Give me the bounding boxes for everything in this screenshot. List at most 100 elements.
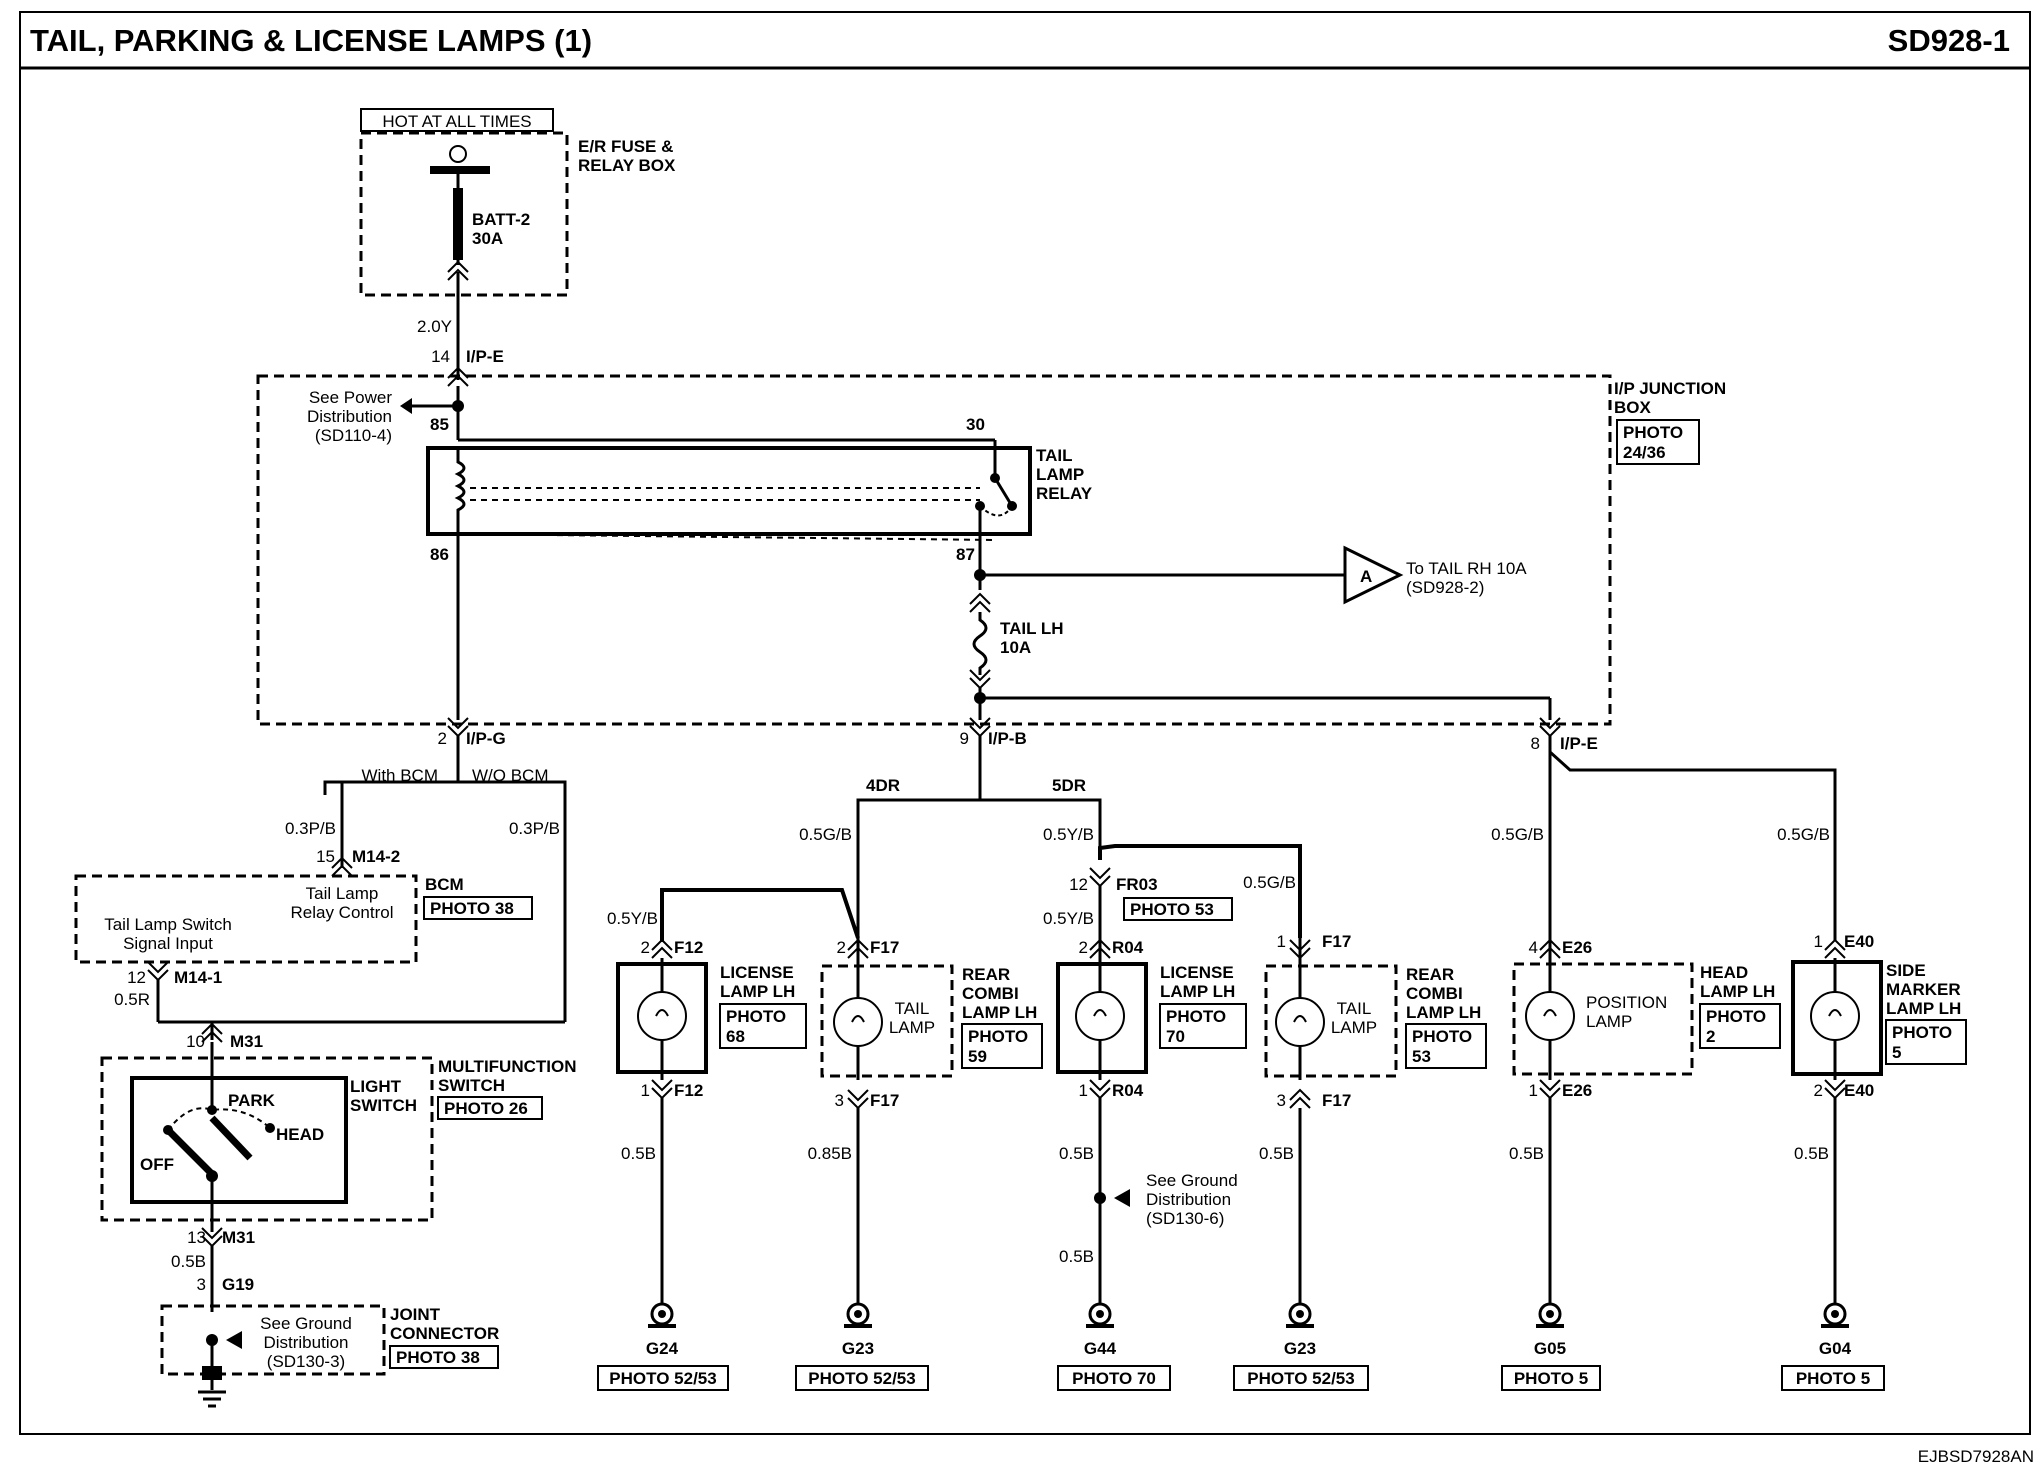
batt-2-fuse: [453, 188, 463, 260]
c5-name-2: LAMP LH: [1700, 982, 1775, 1001]
c4-lamp-box: [1264, 964, 1398, 1078]
c6-wire-out: 0.5B: [1794, 1144, 1829, 1163]
ground-g04: G04 PHOTO 5: [1781, 1302, 1885, 1391]
ground-g44-photo: PHOTO 70: [1072, 1369, 1156, 1388]
ground-see-1: See Ground: [260, 1314, 352, 1333]
ground-g44: G44 PHOTO 70: [1057, 1302, 1171, 1391]
multifunction-photo: PHOTO 26: [444, 1099, 528, 1118]
relay-coil: [454, 448, 466, 534]
pin-13-m31: 13: [187, 1228, 206, 1247]
c6-pin-bot: 2: [1814, 1081, 1823, 1100]
diagram-title: TAIL, PARKING & LICENSE LAMPS (1): [30, 23, 592, 58]
c2-conn-top: F17: [870, 938, 899, 957]
c4-conn-bot: F17: [1322, 1091, 1351, 1110]
light-switch-2: SWITCH: [350, 1096, 417, 1115]
ground-g23-b: G23 PHOTO 52/53: [1233, 1302, 1369, 1391]
ip-jb-label-1: I/P JUNCTION: [1614, 379, 1726, 398]
c6-conn-bot: E40: [1844, 1081, 1874, 1100]
connector-a-triangle: [1343, 545, 1404, 605]
light-switch: [130, 1076, 348, 1204]
ip-jb-photo-2: 24/36: [1623, 443, 1666, 462]
off-label: OFF: [140, 1155, 174, 1174]
see-power-3: (SD110-4): [315, 426, 392, 445]
c3-conn-bot: R04: [1112, 1081, 1144, 1100]
c2-inner-2: LAMP: [889, 1018, 935, 1037]
term-85: 85: [430, 415, 449, 434]
relay-label-2: LAMP: [1036, 465, 1084, 484]
joint-connector: [160, 1304, 386, 1376]
c5-conn-top: E26: [1562, 938, 1592, 957]
c4-wire-in: 0.5G/B: [1243, 873, 1296, 892]
light-switch-1: LIGHT: [350, 1077, 402, 1096]
c3-wire-out-2: 0.5B: [1059, 1247, 1094, 1266]
wire-0-3pb-a: 0.3P/B: [285, 819, 336, 838]
c4-pin-top: 1: [1277, 932, 1286, 951]
c6-name-1: SIDE: [1886, 961, 1926, 980]
c2-name-2: COMBI: [962, 984, 1019, 1003]
rear-combi-lamp-lh-5dr: 1 F17 TAIL LAMP REAR COMBI LAMP LH PHOTO…: [1259, 932, 1487, 1312]
rear-combi-lamp-lh-4dr: 2 F17 TAIL LAMP REAR COMBI LAMP LH PHOTO…: [808, 938, 1043, 1312]
fr03-photo: PHOTO 53: [1130, 900, 1214, 919]
er-fuse-relay-box: HOT AT ALL TIMES E/R FUSE & RELAY BOX BA…: [359, 108, 676, 387]
c3-name-1: LICENSE: [1160, 963, 1234, 982]
term-30: 30: [966, 415, 985, 434]
c3-bulb-icon: [1075, 991, 1125, 1041]
c4-pin-bot: 3: [1277, 1091, 1286, 1110]
trunk: 4DR 5DR: [856, 736, 1102, 938]
ground-g04-photo: PHOTO 5: [1796, 1369, 1870, 1388]
fr03-pin: 12: [1069, 875, 1088, 894]
ground-g44-label: G44: [1084, 1339, 1117, 1358]
conn-m14-1: M14-1: [174, 968, 222, 987]
c5-wire-in: 0.5G/B: [1491, 825, 1544, 844]
relay-control-1: Tail Lamp: [306, 884, 379, 903]
term-86: 86: [430, 545, 449, 564]
c3-pin-top: 2: [1079, 938, 1088, 957]
with-bcm-label: With BCM: [362, 766, 439, 785]
c4-wire-out: 0.5B: [1259, 1144, 1294, 1163]
ground-g05-photo: PHOTO 5: [1514, 1369, 1588, 1388]
to-tail-rh-2: (SD928-2): [1406, 578, 1484, 597]
conn-m31-bot: M31: [222, 1228, 255, 1247]
ground-see-2: Distribution: [263, 1333, 348, 1352]
c4-inner-2: LAMP: [1331, 1018, 1377, 1037]
c3-photo-2: 70: [1166, 1027, 1185, 1046]
wire-0-5r: 0.5R: [114, 990, 150, 1009]
c2-photo-2: 59: [968, 1047, 987, 1066]
footer-ref: EJBSD7928AN: [1918, 1447, 2034, 1466]
c4-photo-2: 53: [1412, 1047, 1431, 1066]
c4-name-1: REAR: [1406, 965, 1454, 984]
c6-pin-top: 1: [1814, 932, 1823, 951]
c5-pin-top: 4: [1529, 938, 1538, 957]
c1-name-1: LICENSE: [720, 963, 794, 982]
c5-photo-1: PHOTO: [1706, 1007, 1766, 1026]
ground-symbol-icon: [198, 1390, 226, 1408]
ground-g05: G05 PHOTO 5: [1501, 1302, 1601, 1391]
bcm-box: [74, 874, 418, 964]
bcm-photo: PHOTO 38: [430, 899, 514, 918]
c4-bulb-icon: [1275, 997, 1325, 1047]
c4-name-2: COMBI: [1406, 984, 1463, 1003]
c1-pin-top: 2: [641, 938, 650, 957]
c1-wire-in-a: 0.5G/B: [799, 825, 852, 844]
ground-g23-a: G23 PHOTO 52/53: [795, 1302, 929, 1391]
c2-wire-out: 0.85B: [808, 1144, 852, 1163]
term-87: 87: [956, 545, 975, 564]
c5-bulb-icon: [1525, 991, 1575, 1041]
c2-lamp-box: [820, 964, 954, 1078]
c3-see-3: (SD130-6): [1146, 1209, 1224, 1228]
5dr-label: 5DR: [1052, 776, 1086, 795]
diagram-code: SD928-1: [1888, 23, 2010, 58]
c3-name-2: LAMP LH: [1160, 982, 1235, 1001]
er-box-label-2: RELAY BOX: [578, 156, 676, 175]
license-lamp-lh-r04: 2 R04 LICENSE LAMP LH PHOTO 70 1 R04 0.5…: [1056, 938, 1247, 1312]
tail-lh-rating: 10A: [1000, 638, 1031, 657]
c6-wire-in: 0.5G/B: [1777, 825, 1830, 844]
c5-inner-1: POSITION: [1586, 993, 1667, 1012]
ground-g44-icon: [1086, 1302, 1114, 1328]
c1-pin-bot: 1: [641, 1081, 650, 1100]
c6-bulb-icon: [1810, 991, 1860, 1041]
tail-lh-label: TAIL LH: [1000, 619, 1064, 638]
conn-m31-top: M31: [230, 1032, 263, 1051]
ground-see-3: (SD130-3): [267, 1352, 345, 1371]
ip-junction-box: I/P JUNCTION BOX PHOTO 24/36 See Power D…: [256, 374, 1726, 753]
